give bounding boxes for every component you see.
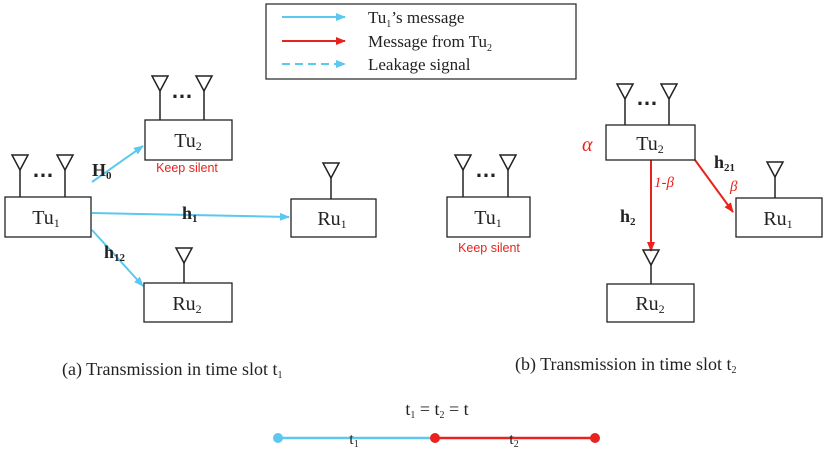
node-label: Tu2 (636, 133, 664, 156)
link-b-h21 (694, 159, 734, 213)
node-b-tu1: … Tu1 Keep silent (446, 154, 531, 255)
legend: Tu1’s message Message from Tu2 Leakage s… (265, 3, 577, 80)
node-a-ru2: Ru2 (143, 247, 233, 323)
link-label-h12: h12 (104, 242, 126, 264)
node-a-tu2: … Tu2 Keep silent (144, 75, 233, 175)
timeline-slot2-label: t2 (509, 431, 518, 450)
node-box (605, 124, 696, 161)
timeline-end-dot (590, 433, 600, 443)
antenna-array-icon (615, 83, 679, 126)
link-label-h21: h21 (714, 152, 735, 174)
antenna-icon (174, 247, 194, 283)
antenna-array-icon (453, 154, 518, 198)
status-keep-silent: Keep silent (156, 161, 218, 175)
node-a-ru1: Ru1 (290, 162, 377, 238)
node-box (144, 119, 233, 161)
timeline-equation: t1 = t2 = t (405, 399, 468, 421)
node-box (143, 282, 233, 323)
timeline-start-dot (273, 433, 283, 443)
legend-label-tu1-message: Tu1’s message (368, 8, 464, 30)
antenna-icon (765, 161, 785, 198)
param-one-minus-beta: 1-β (654, 175, 674, 191)
link-label-h2: h2 (620, 206, 636, 228)
timeline-slot1-label: t1 (349, 431, 358, 450)
legend-label-leakage: Leakage signal (368, 55, 471, 74)
panel-a: … Tu2 Keep silent … Tu1 Ru1 (4, 75, 377, 381)
caption-b: (b) Transmission in time slot t2 (515, 354, 737, 376)
antenna-dots: … (171, 78, 193, 103)
antenna-array-icon (10, 154, 75, 198)
link-a-h1 (91, 212, 290, 221)
status-keep-silent: Keep silent (458, 241, 520, 255)
node-box (290, 198, 377, 238)
node-label: Ru1 (763, 208, 792, 231)
node-b-ru1: Ru1 (735, 161, 823, 238)
link-a-h12 (91, 229, 144, 287)
link-label-h0: H0 (92, 160, 112, 182)
antenna-icon (321, 162, 341, 199)
power-alpha: α (582, 134, 593, 156)
timeline-mid-dot (430, 433, 440, 443)
link-a-h0 (91, 145, 144, 183)
antenna-dots: … (636, 85, 658, 110)
node-label: Tu1 (32, 207, 60, 230)
node-box (4, 196, 92, 238)
node-box (606, 283, 695, 323)
param-beta: β (729, 179, 738, 195)
antenna-dots: … (475, 157, 497, 182)
caption-a: (a) Transmission in time slot t1 (62, 359, 283, 381)
node-a-tu1: … Tu1 (4, 154, 92, 238)
antenna-icon (641, 249, 661, 284)
node-label: Ru2 (635, 293, 664, 316)
antenna-array-icon (150, 75, 214, 121)
node-box (446, 196, 531, 238)
node-label: Tu1 (474, 207, 502, 230)
node-label: Ru2 (172, 293, 201, 316)
node-label: Tu2 (174, 130, 202, 153)
legend-label-tu2-message: Message from Tu2 (368, 32, 492, 54)
antenna-dots: … (32, 157, 54, 182)
node-label: Ru1 (317, 208, 346, 231)
panel-b: … Tu1 Keep silent … Tu2 α Ru1 (446, 83, 823, 376)
node-b-tu2: … Tu2 α (582, 83, 696, 161)
link-label-h1: h1 (182, 203, 198, 225)
timeline: t1 = t2 = t t1 t2 (273, 399, 600, 450)
node-b-ru2: Ru2 (606, 249, 695, 323)
node-box (735, 197, 823, 238)
